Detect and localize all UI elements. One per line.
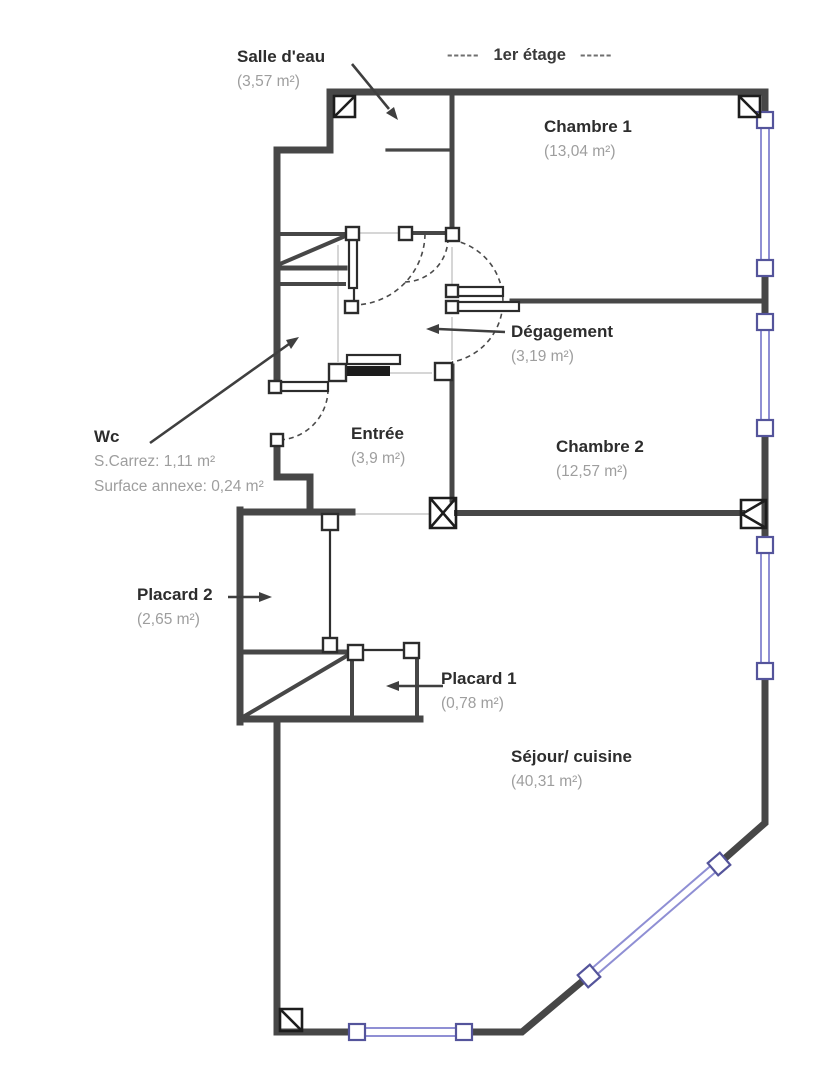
hinge-marker (320, 512, 340, 532)
room-area: (3,9 m²) (351, 450, 406, 467)
window-marker (755, 258, 775, 278)
hinge-marker (343, 299, 360, 315)
label-placard2: Placard 2 (2,65 m²) (137, 582, 213, 632)
room-name: Wc (94, 427, 120, 446)
door-swing-arcs (276, 233, 504, 441)
entry-door-leaf (345, 366, 390, 376)
window-marker (755, 535, 775, 555)
arrowhead-placard2 (259, 592, 272, 602)
corner-marker-salle-deau (332, 94, 357, 119)
guide-lines (337, 232, 453, 515)
window-sejour-south (364, 1027, 457, 1037)
arrowhead-salle-deau (386, 107, 398, 120)
label-chambre2: Chambre 2 (12,57 m²) (556, 434, 644, 484)
room-name: Entrée (351, 424, 404, 443)
corner-marker-bottom-left (278, 1007, 304, 1033)
hinge-marker (269, 432, 285, 448)
arrowhead-wc (286, 337, 299, 349)
room-area: (13,04 m²) (544, 143, 616, 160)
arrowhead-placard1 (386, 681, 399, 691)
windows (347, 110, 775, 1042)
window-chambre1 (760, 125, 770, 263)
door-arc-wc (276, 388, 329, 441)
room-area: (0,78 m²) (441, 695, 504, 712)
thin-door-lines (328, 286, 406, 652)
room-area: (3,57 m²) (237, 73, 300, 90)
hinge-marker (397, 225, 414, 242)
arrowhead-degagement (426, 324, 439, 334)
door-frame-chambre1-a (455, 285, 505, 298)
hinge-marker (433, 361, 454, 382)
floor-title: ----- 1er étage ----- (433, 46, 626, 65)
room-name: Placard 2 (137, 585, 213, 604)
room-name: Dégagement (511, 322, 614, 341)
room-area: (40,31 m²) (511, 773, 583, 790)
door-arc-salle-deau (352, 233, 426, 306)
window-marker (755, 418, 775, 438)
door-frame-chambre1-b (455, 300, 521, 313)
label-wc: Wc S.Carrez: 1,11 m² Surface annexe: 0,2… (94, 424, 264, 499)
room-name: Salle d'eau (237, 47, 326, 66)
label-sejour-cuisine: Séjour/ cuisine (40,31 m²) (511, 744, 632, 794)
door-leaves (279, 237, 521, 393)
corner-marker-right-mid (739, 498, 768, 530)
room-area: (2,65 m²) (137, 611, 200, 628)
window-marker (576, 963, 602, 989)
window-marker (755, 661, 775, 681)
title-dash-right: ----- (579, 46, 613, 64)
hinge-marker (402, 641, 421, 660)
hinge-marker (346, 643, 365, 662)
interior-wall-thin (240, 231, 449, 721)
title-dash-left: ----- (447, 46, 480, 64)
title-text: 1er étage (493, 46, 566, 64)
hinge-marker (444, 299, 460, 315)
window-marker (755, 312, 775, 332)
room-name: Placard 1 (441, 669, 517, 688)
door-arc-degagement (403, 237, 449, 283)
window-marker (347, 1022, 367, 1042)
window-marker (454, 1022, 474, 1042)
door-marker-chambre2 (428, 496, 458, 530)
annotation-arrows (149, 63, 506, 691)
guide-line (337, 232, 453, 515)
door-hinge-markers (267, 225, 461, 662)
window-chambre2 (760, 327, 770, 423)
corner-marker-top-right (737, 94, 762, 119)
room-name: Chambre 1 (544, 117, 632, 136)
room-name: Chambre 2 (556, 437, 644, 456)
door-arc-chambre1 (451, 239, 504, 363)
arrow-degagement (437, 327, 506, 334)
label-salle-deau: Salle d'eau (3,57 m²) (237, 44, 325, 94)
hinge-marker (267, 379, 283, 395)
door-leaf-salle-deau (347, 237, 359, 290)
room-area-carrez: S.Carrez: 1,11 m² (94, 453, 216, 470)
window-sejour-east (760, 550, 770, 666)
window-marker (706, 851, 732, 877)
hinge-marker (344, 225, 361, 242)
interior-walls (237, 89, 768, 721)
room-area-annexe: Surface annexe: 0,24 m² (94, 478, 264, 495)
corner-markers (278, 94, 768, 1033)
hinge-marker (444, 283, 460, 299)
room-area: (3,19 m²) (511, 348, 574, 365)
label-chambre1: Chambre 1 (13,04 m²) (544, 114, 632, 164)
arrow-salle-deau (350, 63, 391, 110)
label-entree: Entrée (3,9 m²) (351, 421, 405, 471)
window-sejour-diagonal (584, 859, 724, 981)
hinge-marker (444, 226, 461, 243)
interior-wall (237, 89, 768, 655)
label-placard1: Placard 1 (0,78 m²) (441, 666, 517, 716)
room-name: Séjour/ cuisine (511, 747, 632, 766)
hinge-marker (321, 636, 339, 654)
arrow-wc (149, 342, 290, 445)
door-frame-entree (345, 353, 402, 366)
label-degagement: Dégagement (3,19 m²) (511, 319, 613, 369)
hinge-marker (327, 362, 348, 383)
room-area: (12,57 m²) (556, 463, 628, 480)
door-leaf-wc (279, 380, 330, 393)
